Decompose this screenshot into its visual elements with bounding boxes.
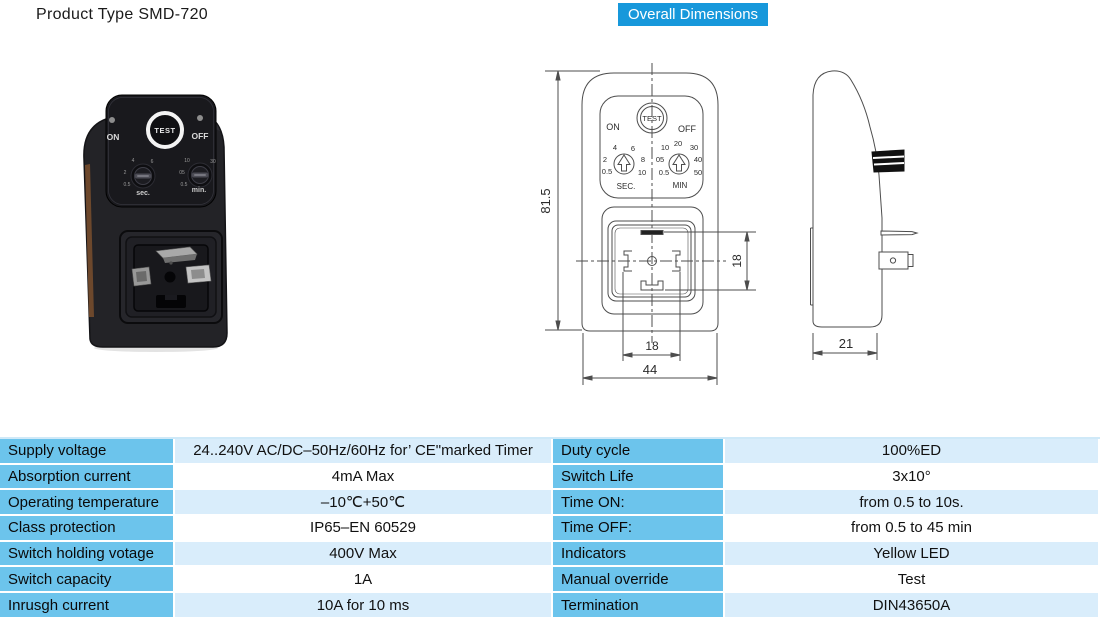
spec-value: Test <box>725 567 1100 594</box>
on-led <box>109 117 115 123</box>
svg-text:4: 4 <box>613 143 617 152</box>
svg-text:30: 30 <box>210 159 216 165</box>
overall-dimensions-badge: Overall Dimensions <box>618 3 769 26</box>
svg-text:10: 10 <box>184 158 190 164</box>
socket-block <box>119 230 223 324</box>
front-off-label: OFF <box>678 124 696 134</box>
svg-text:05: 05 <box>179 170 185 176</box>
svg-text:4: 4 <box>132 158 135 164</box>
side-view <box>810 70 919 328</box>
front-sec-label: SEC. <box>617 182 636 191</box>
spec-label: Switch Life <box>553 464 725 491</box>
spec-label: Switch holding votage <box>0 541 175 568</box>
photo-sec-label: sec. <box>136 190 150 197</box>
socket-center-hole <box>164 271 176 283</box>
front-sec-scale: 0.5 2 4 6 8 10 <box>602 143 646 177</box>
socket-bottom-slot <box>156 295 186 308</box>
photo-off-label: OFF <box>192 131 209 141</box>
svg-text:0.5: 0.5 <box>602 167 612 176</box>
spec-value: 10A for 10 ms <box>175 593 553 617</box>
front-bottom-pin <box>640 280 664 291</box>
front-top-blade <box>640 230 664 235</box>
svg-text:40: 40 <box>694 155 702 164</box>
svg-text:2: 2 <box>603 155 607 164</box>
front-test-label: TEST <box>642 114 662 123</box>
svg-text:0.5: 0.5 <box>181 182 188 188</box>
spec-label: Indicators <box>553 541 725 568</box>
dim-height-label: 81.5 <box>538 188 553 213</box>
spec-label: Time OFF: <box>553 516 725 542</box>
dim-21 <box>812 333 878 360</box>
page-title: Product Type SMD-720 <box>36 6 209 23</box>
photo-test-label: TEST <box>154 126 175 135</box>
product-photo: TEST ON OFF 4 6 2 0.5 10 30 05 0.5 <box>83 94 228 352</box>
photo-on-label: ON <box>107 132 120 142</box>
svg-text:8: 8 <box>641 155 645 164</box>
svg-text:0.5: 0.5 <box>659 168 669 177</box>
dim-44 <box>582 333 718 385</box>
spec-label: Manual override <box>553 567 725 594</box>
photo-left-reflection <box>85 164 94 317</box>
test-button-ring <box>146 111 184 149</box>
dim-pin-horizontal-label: 18 <box>645 339 659 353</box>
side-flat-pin <box>878 251 909 270</box>
dim-81-5 <box>545 70 600 331</box>
photo-min-scale: 10 30 05 0.5 <box>179 158 216 188</box>
spec-label: Operating temperature <box>0 490 175 517</box>
front-on-label: ON <box>606 122 620 132</box>
svg-text:10: 10 <box>661 143 669 152</box>
spec-value: –10℃+50℃ <box>175 490 553 517</box>
svg-text:6: 6 <box>151 159 154 165</box>
photo-sec-scale: 4 6 2 0.5 <box>124 158 154 188</box>
spec-value: DIN43650A <box>725 593 1100 617</box>
dim-depth-label: 21 <box>839 336 853 351</box>
spec-label: Duty cycle <box>553 439 725 465</box>
spec-label: Termination <box>553 593 725 617</box>
spec-value: IP65–EN 60529 <box>175 516 553 542</box>
front-min-scale: 0.5 05 10 20 30 40 50 <box>656 139 702 177</box>
spec-label: Switch capacity <box>0 567 175 594</box>
min-knob <box>187 162 213 188</box>
spec-label: Supply voltage <box>0 439 175 465</box>
dim-width-label: 44 <box>643 362 657 377</box>
spec-value: 400V Max <box>175 541 553 568</box>
side-knob-block <box>871 149 905 173</box>
sec-knob <box>130 163 156 189</box>
spec-value: 24..240V AC/DC–50Hz/60Hz for’ CE"marked … <box>175 439 553 465</box>
spec-label: Time ON: <box>553 490 725 517</box>
svg-text:30: 30 <box>690 143 698 152</box>
spec-value: 4mA Max <box>175 464 553 491</box>
side-thin-pin <box>880 230 919 236</box>
spec-label: Inrusgh current <box>0 593 175 617</box>
svg-text:20: 20 <box>674 139 682 148</box>
off-led <box>197 115 203 121</box>
spec-value: Yellow LED <box>725 541 1100 568</box>
spec-value: 1A <box>175 567 553 594</box>
spec-value: from 0.5 to 45 min <box>725 516 1100 542</box>
photo-min-label: min. <box>192 187 206 194</box>
svg-text:05: 05 <box>656 155 664 164</box>
svg-text:6: 6 <box>631 144 635 153</box>
dim-18-horizontal <box>622 272 681 361</box>
spec-value: 100%ED <box>725 439 1100 465</box>
svg-text:10: 10 <box>638 168 646 177</box>
dim-pin-vertical-label: 18 <box>730 254 744 268</box>
svg-text:0.5: 0.5 <box>124 182 131 188</box>
spec-label: Absorption current <box>0 464 175 491</box>
svg-text:2: 2 <box>124 170 127 176</box>
front-min-label: MIN <box>673 181 688 190</box>
dimension-drawing: TEST ON OFF 0.5 2 4 6 8 10 SEC. 0.5 05 1… <box>538 63 919 385</box>
spec-label: Class protection <box>0 516 175 542</box>
spec-table: Supply voltage 24..240V AC/DC–50Hz/60Hz … <box>0 437 1100 617</box>
svg-text:50: 50 <box>694 168 702 177</box>
front-view <box>576 63 726 343</box>
spec-value: from 0.5 to 10s. <box>725 490 1100 517</box>
spec-value: 3x10° <box>725 464 1100 491</box>
